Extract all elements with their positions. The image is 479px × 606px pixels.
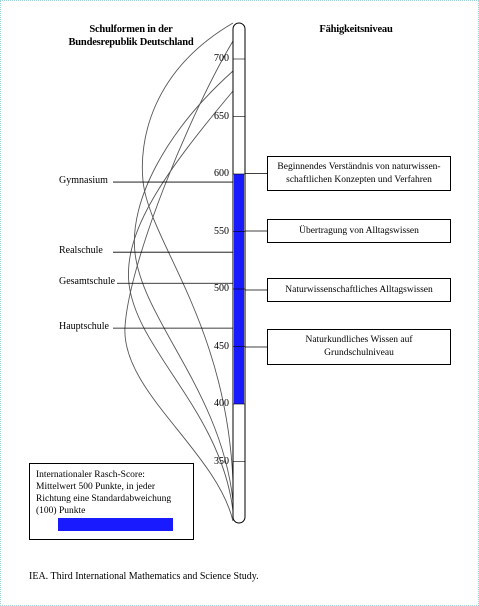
ability-level-text: Naturwissenschaftliches Alltagswissen (285, 284, 433, 295)
scale-tick-label: 700 (214, 53, 229, 64)
scale-tick-label: 500 (214, 283, 229, 294)
ability-level-box-2: Übertragung von Alltagswissen (267, 219, 451, 243)
distribution-curve-realschule (133, 70, 234, 502)
ability-level-box-4: Naturkundliches Wissen auf Grundschulniv… (267, 329, 451, 365)
scale-tick-label: 600 (214, 168, 229, 179)
ability-level-text: Beginnendes Verständnis von naturwissen-… (277, 161, 441, 185)
ability-level-heading: Fähigkeitsniveau (319, 24, 393, 35)
distribution-curve-hauptschule (124, 40, 234, 522)
ability-level-box-3: Naturwissenschaftliches Alltagswissen (267, 278, 451, 302)
school-type-label-realschule: Realschule (59, 245, 103, 257)
school-type-label-gymnasium: Gymnasium (59, 175, 108, 187)
ability-scale (232, 22, 246, 524)
distribution-curves (124, 22, 234, 522)
scale-tick-label: 450 (214, 340, 229, 352)
ability-level-text: Übertragung von Alltagswissen (299, 225, 419, 236)
level-connectors (245, 173, 267, 348)
ability-level-box-1: Beginnendes Verständnis von naturwissen-… (267, 156, 451, 191)
legend: Internationaler Rasch-Score: Mittelwert … (29, 463, 194, 540)
ability-level-text: Naturkundliches Wissen auf Grundschulniv… (305, 335, 413, 358)
school-level-lines (113, 181, 233, 329)
legend-bar (58, 518, 173, 531)
scale-tick-label: 650 (214, 110, 229, 122)
scale-tick-label: 350 (214, 455, 229, 467)
source-note: IEA. Third International Mathematics and… (29, 571, 259, 582)
school-type-label-gesamtschule: Gesamtschule (59, 276, 116, 288)
school-type-label-hauptschule: Hauptschule (59, 321, 109, 333)
scale-tick-label: 400 (214, 398, 229, 409)
scale-tick-label: 550 (214, 225, 229, 237)
distribution-curve-gesamtschule (127, 90, 234, 512)
legend-text: Internationaler Rasch-Score: Mittelwert … (36, 470, 172, 516)
school-types-heading: Schulformen in der Bundesrepublik Deutsc… (68, 24, 194, 48)
